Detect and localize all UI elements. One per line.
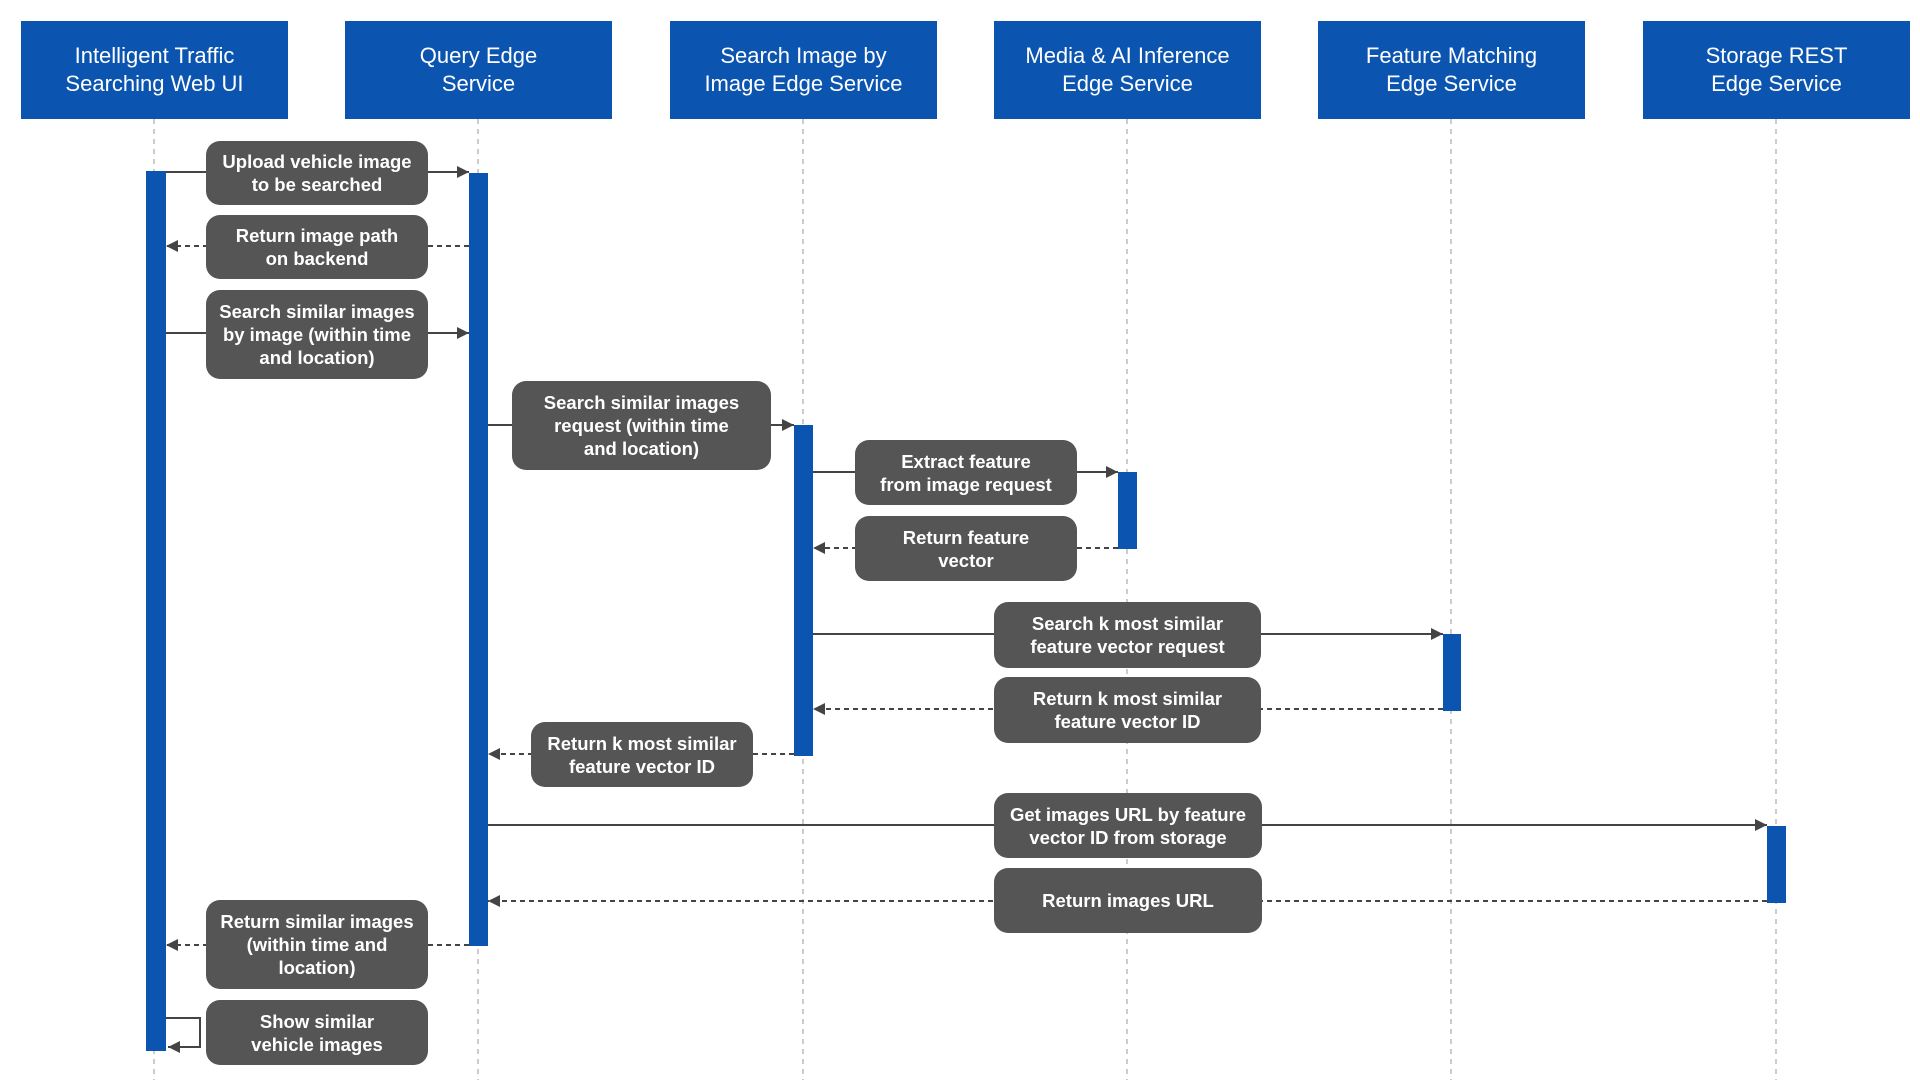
message-label-return-images-url: Return images URL — [994, 868, 1262, 933]
activation-bar-query — [469, 173, 488, 946]
participant-storage-rest-service: Storage REST Edge Service — [1643, 21, 1910, 119]
message-label-search-similar-images: Search similar images by image (within t… — [206, 290, 428, 379]
activation-bar-storage — [1767, 826, 1786, 903]
message-label-return-image-path: Return image path on backend — [206, 215, 428, 279]
message-label-return-similar-images: Return similar images (within time and l… — [206, 900, 428, 989]
message-label-return-k-similar-to-query: Return k most similar feature vector ID — [531, 722, 753, 787]
participant-query-edge-service: Query Edge Service — [345, 21, 612, 119]
message-label-upload-image: Upload vehicle image to be searched — [206, 141, 428, 205]
message-label-extract-feature: Extract feature from image request — [855, 440, 1077, 505]
message-label-get-images-url: Get images URL by feature vector ID from… — [994, 793, 1262, 858]
activation-bar-media — [1118, 472, 1137, 549]
message-label-search-request: Search similar images request (within ti… — [512, 381, 771, 470]
participant-media-ai-inference-service: Media & AI Inference Edge Service — [994, 21, 1261, 119]
activation-bar-feature — [1443, 634, 1461, 711]
message-label-return-k-similar-to-search: Return k most similar feature vector ID — [994, 677, 1261, 743]
participant-feature-matching-service: Feature Matching Edge Service — [1318, 21, 1585, 119]
message-label-return-feature-vector: Return feature vector — [855, 516, 1077, 581]
participant-search-image-edge-service: Search Image by Image Edge Service — [670, 21, 937, 119]
message-label-search-k-similar: Search k most similar feature vector req… — [994, 602, 1261, 668]
message-label-show-vehicle-images: Show similar vehicle images — [206, 1000, 428, 1065]
message-arrow-self-call — [166, 1017, 201, 1053]
activation-bar-web — [146, 171, 166, 1051]
participant-web-ui: Intelligent Traffic Searching Web UI — [21, 21, 288, 119]
activation-bar-search — [794, 425, 813, 756]
